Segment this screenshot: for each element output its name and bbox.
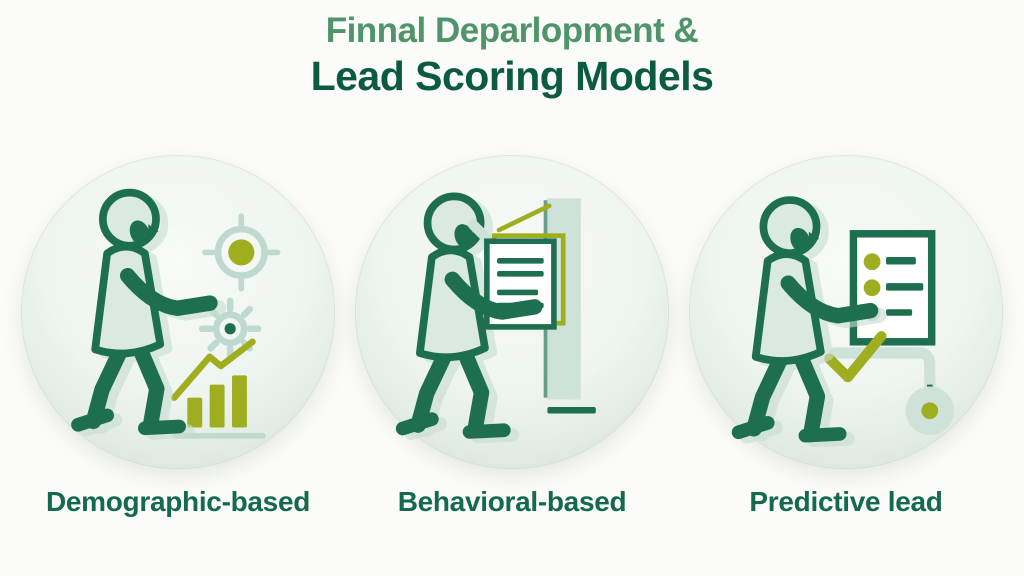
title: Finnal Deparlopment & Lead Scoring Model… (0, 0, 1024, 100)
person-figure (78, 193, 210, 429)
checkmark-icon (824, 331, 887, 383)
score-dot-icon (905, 384, 955, 436)
pen-stick (496, 203, 552, 233)
trend-line-icon (171, 338, 256, 402)
title-line-1: Finnal Deparlopment & (325, 11, 699, 50)
target-icon (202, 213, 281, 292)
demographic-circle (22, 156, 334, 469)
demographic-illustration (29, 163, 281, 461)
scoreboard-icon (849, 230, 936, 346)
person-arm-over-document (444, 271, 543, 320)
card-label: Behavioral-based (397, 486, 627, 518)
card-behavioral: Behavioral-based (352, 156, 672, 518)
card-demographic: Demographic-based (18, 156, 338, 518)
title-line-2: Lead Scoring Models (310, 53, 714, 99)
predictive-circle (690, 156, 1002, 469)
handle-icon (829, 347, 936, 391)
chart-baseline (172, 433, 266, 439)
cards-row: Demographic-based (0, 156, 1024, 518)
card-predictive: Predictive lead (686, 156, 1006, 518)
behavioral-illustration (363, 163, 596, 461)
card-label: Demographic-based (45, 486, 311, 518)
predictive-illustration (697, 163, 955, 461)
card-label: Predictive lead (749, 486, 943, 518)
behavioral-circle (356, 156, 668, 469)
bar-chart-icon (172, 375, 266, 439)
